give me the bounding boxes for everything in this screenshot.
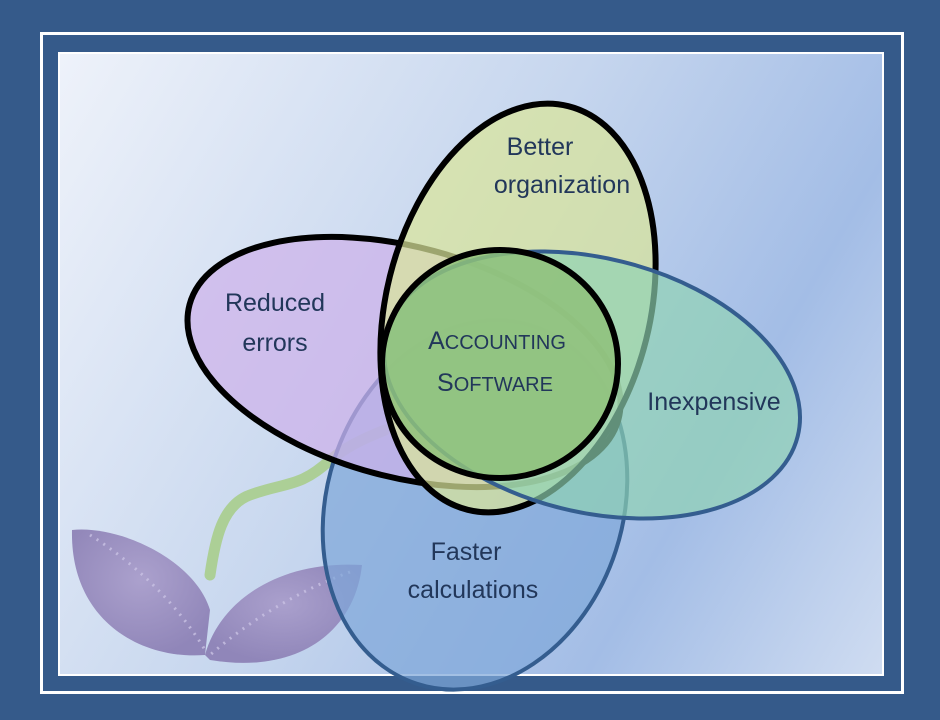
frame-border bbox=[40, 32, 904, 694]
accounting-software-center-ellipse bbox=[379, 247, 621, 481]
inexpensive-label: Inexpensive bbox=[647, 388, 780, 416]
center-label-line1-initial: A bbox=[428, 327, 445, 355]
center-label-line1-rest: CCOUNTING bbox=[445, 332, 566, 354]
leaf-vein-right bbox=[209, 570, 351, 657]
leaf-vein-left bbox=[89, 533, 207, 651]
faster-calculations-label-line1: Faster bbox=[431, 538, 502, 566]
better-organization-label-line1: Better bbox=[507, 133, 574, 161]
center-label-line2-rest: OFTWARE bbox=[454, 374, 553, 396]
better-organization-label-line2: organization bbox=[494, 171, 630, 199]
center-label-line2: SOFTWARE bbox=[437, 369, 553, 397]
reduced-errors-label-line1: Reduced bbox=[225, 289, 325, 317]
center-label-line2-initial: S bbox=[437, 369, 454, 397]
reduced-errors-label-line2: errors bbox=[242, 329, 307, 357]
faster-calculations-label-line2: calculations bbox=[408, 576, 539, 604]
center-label-line1: ACCOUNTING bbox=[428, 327, 566, 355]
leaf-left-icon bbox=[71, 529, 210, 656]
leaf-right-icon bbox=[205, 564, 362, 663]
